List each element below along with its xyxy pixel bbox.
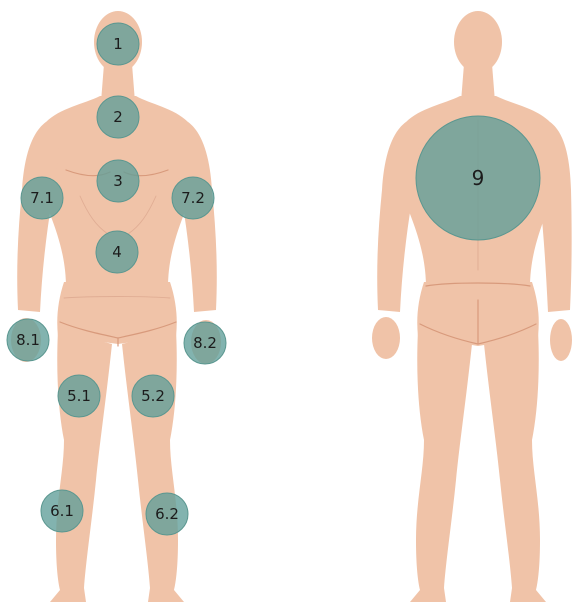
back-leg-left (410, 330, 472, 602)
back-body-figure (372, 11, 572, 602)
marker-m3[interactable]: 3 (97, 160, 139, 202)
marker-label: 6.1 (50, 502, 74, 520)
marker-label: 3 (113, 172, 123, 190)
marker-label: 8.1 (16, 331, 40, 349)
marker-label: 5.2 (141, 387, 165, 405)
marker-label: 8.2 (193, 334, 217, 352)
marker-m1[interactable]: 1 (97, 23, 139, 65)
marker-m61[interactable]: 6.1 (41, 490, 83, 532)
marker-label: 4 (112, 243, 122, 261)
marker-label: 5.1 (67, 387, 91, 405)
marker-label: 9 (472, 166, 485, 190)
marker-m51[interactable]: 5.1 (58, 375, 100, 417)
back-hand-left (372, 317, 400, 359)
back-head (454, 11, 502, 73)
marker-m9[interactable]: 9 (416, 116, 540, 240)
marker-label: 1 (113, 35, 123, 53)
marker-m81[interactable]: 8.1 (7, 319, 49, 361)
front-leg-left (122, 330, 184, 602)
marker-m4[interactable]: 4 (96, 231, 138, 273)
back-hand-right (550, 319, 572, 361)
marker-m2[interactable]: 2 (97, 96, 139, 138)
marker-m62[interactable]: 6.2 (146, 493, 188, 535)
marker-m82[interactable]: 8.2 (184, 322, 226, 364)
back-leg-right (484, 330, 546, 602)
marker-label: 7.1 (30, 189, 54, 207)
marker-m71[interactable]: 7.1 (21, 177, 63, 219)
marker-label: 2 (113, 108, 123, 126)
marker-label: 7.2 (181, 189, 205, 207)
marker-m72[interactable]: 7.2 (172, 177, 214, 219)
marker-m52[interactable]: 5.2 (132, 375, 174, 417)
front-leg-right (50, 330, 112, 602)
marker-label: 6.2 (155, 505, 179, 523)
